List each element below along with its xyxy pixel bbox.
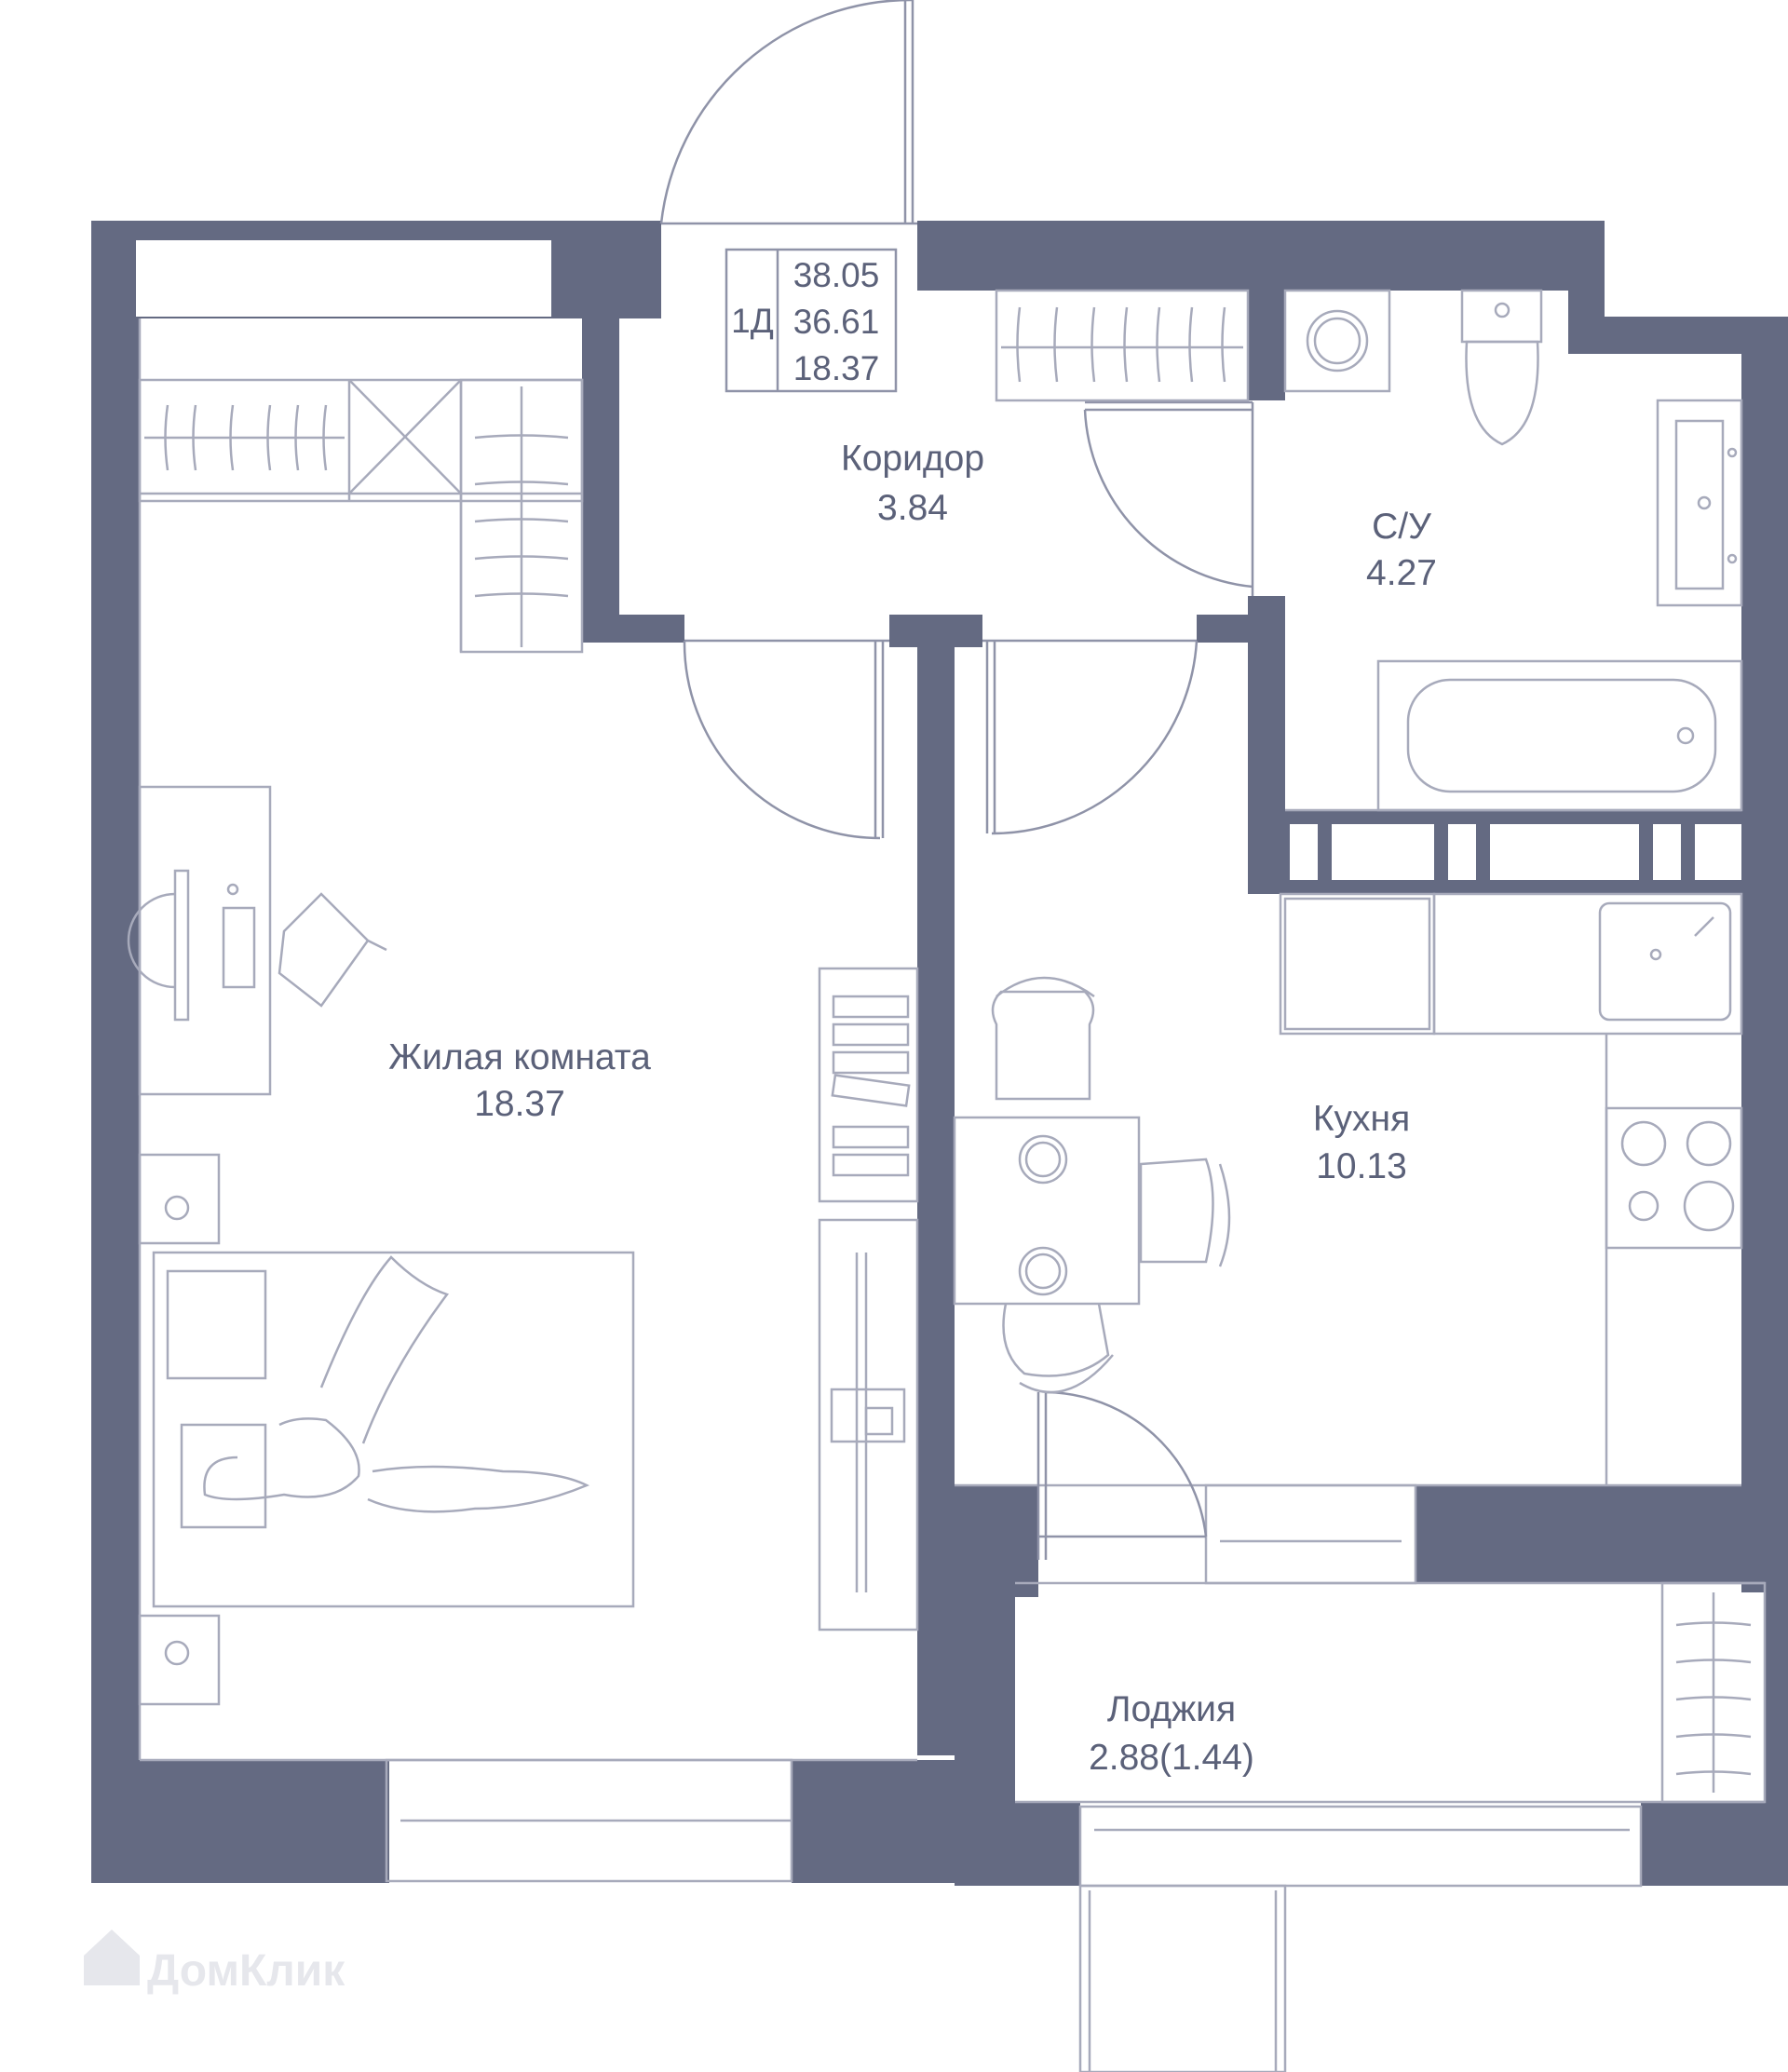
watermark-text: ДомКлик <box>147 1946 345 1996</box>
watermark: ДомКлик <box>84 1930 345 1996</box>
bathroom-fixtures <box>1283 289 1743 812</box>
wardrobe-corridor <box>995 289 1250 402</box>
bathroom-name: С/У <box>1372 507 1431 547</box>
area-no-loggia: 36.61 <box>793 303 880 341</box>
loggia-extension <box>1078 1884 1287 2072</box>
loggia-name: Лоджия <box>1107 1689 1236 1729</box>
room-labels: Коридор 3.84 С/У 4.27 Жилая комната 18.3… <box>388 439 1437 1778</box>
kitchen-name: Кухня <box>1313 1099 1410 1139</box>
kitchen-fixtures <box>1279 892 1743 1485</box>
wardrobe-living <box>138 378 584 654</box>
doors <box>659 0 1254 1560</box>
living-area: 18.37 <box>793 349 880 387</box>
living-room-name: Жилая комната <box>388 1037 651 1077</box>
dining-set <box>953 976 1231 1394</box>
desk <box>127 785 387 1096</box>
bed <box>138 1153 635 1706</box>
corridor-name: Коридор <box>841 439 984 479</box>
corridor-area: 3.84 <box>877 488 948 528</box>
apartment-type: 1Д <box>731 302 774 340</box>
windows <box>136 240 1741 1888</box>
living-room-area: 18.37 <box>474 1084 565 1124</box>
summary-badge: 1Д 38.05 36.61 18.37 <box>725 248 898 393</box>
kitchen-area: 10.13 <box>1316 1146 1407 1186</box>
loggia-dryer <box>1660 1581 1767 1804</box>
total-area: 38.05 <box>793 256 880 294</box>
loggia-area: 2.88(1.44) <box>1089 1738 1254 1778</box>
living-cabinet <box>818 967 919 1632</box>
home-icon <box>84 1930 140 1985</box>
walls <box>91 221 1788 1886</box>
bathroom-area: 4.27 <box>1366 553 1437 593</box>
